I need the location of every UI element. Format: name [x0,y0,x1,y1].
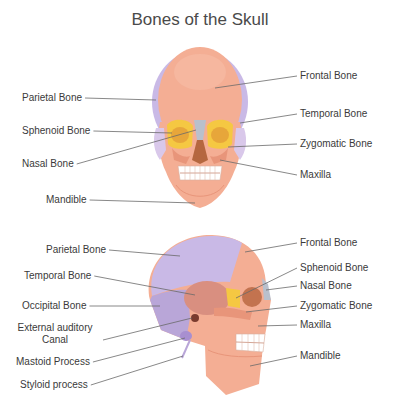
leader-line [109,250,180,256]
leader-line [89,306,160,307]
leader-line [94,276,195,295]
leader-line [245,243,297,252]
leader-line [250,356,297,366]
bone-label: Nasal Bone [22,158,74,170]
title: Bones of the Skull [0,10,400,30]
bone-label: Nasal Bone [300,280,352,292]
leader-line [215,76,297,88]
leader-line [91,356,183,385]
skull-front [152,47,248,208]
bone-label: Maxilla [300,169,331,181]
leader-line [85,98,156,100]
leader-line [236,268,297,298]
leader-line [90,200,195,203]
leader-line [103,318,192,340]
leader-line [266,286,297,290]
leader-line [77,130,196,164]
bone-label: Zygomatic Bone [300,300,372,312]
leader-line [258,325,297,326]
leader-line [246,306,297,312]
bone-label: Styloid process [20,379,88,391]
bone-label: Sphenoid Bone [300,262,368,274]
bone-label: Mandible [46,194,87,206]
bone-label: Frontal Bone [300,70,357,82]
bone-label: Mandible [300,350,341,362]
bone-label: Temporal Bone [300,108,367,120]
bone-label: Parietal Bone [46,244,106,256]
bone-label: Maxilla [300,319,331,331]
leader-line [93,338,185,362]
leader-line [220,160,297,175]
bone-label: Mastoid Process [16,356,90,368]
bone-label: Frontal Bone [300,237,357,249]
skull-side [149,235,271,395]
bone-label: Temporal Bone [24,270,91,282]
bone-label: Occipital Bone [22,300,86,312]
leader-line [240,114,297,123]
bone-label: Sphenoid Bone [22,125,90,137]
leader-line [93,131,172,133]
bone-label: External auditory Canal [10,322,100,346]
leader-line [228,144,297,147]
bone-label: Zygomatic Bone [300,138,372,150]
bone-label: Parietal Bone [22,92,82,104]
